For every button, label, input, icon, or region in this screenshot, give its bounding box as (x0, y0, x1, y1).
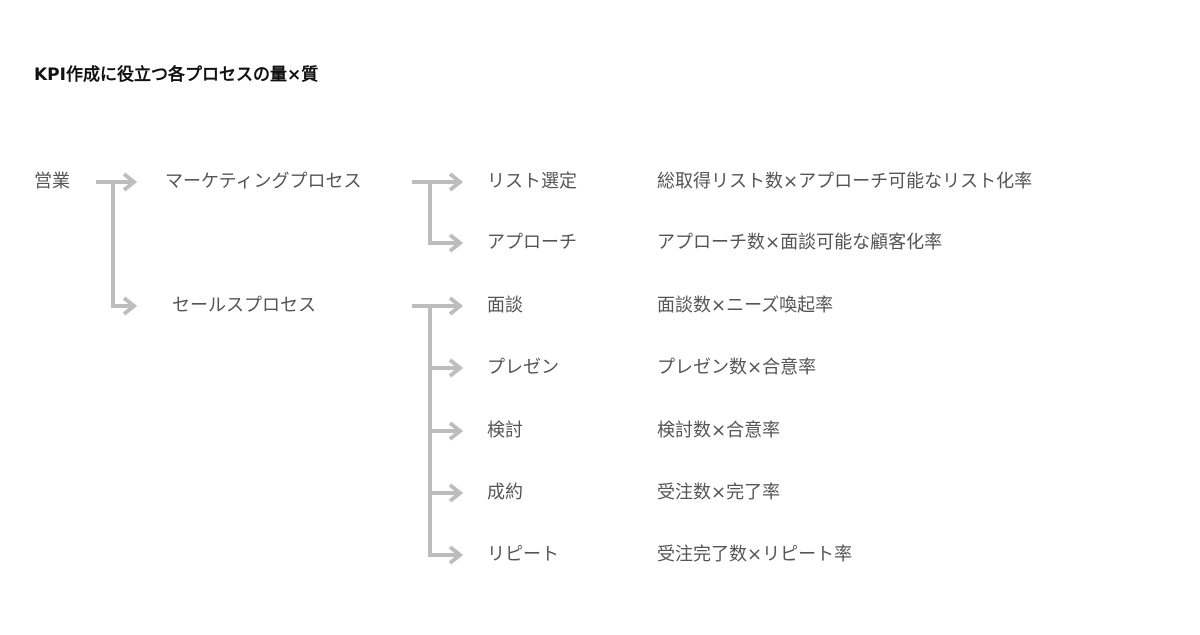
step-kpi: 検討数×合意率 (657, 420, 781, 441)
diagram-title: KPI作成に役立つ各プロセスの量×質 (34, 65, 319, 85)
step-kpi: 面談数×ニーズ喚起率 (657, 295, 834, 316)
sales-connector (412, 296, 464, 565)
step-label: リスト選定 (487, 171, 577, 192)
step-label: プレゼン (487, 357, 559, 378)
step-label: リピート (487, 544, 559, 565)
step-label: アプローチ (487, 232, 577, 253)
step-label: 成約 (487, 482, 523, 503)
process-sales: セールスプロセス (172, 295, 316, 316)
step-kpi: 受注完了数×リピート率 (657, 544, 853, 565)
step-label: 検討 (487, 420, 523, 441)
step-kpi: 受注数×完了率 (657, 482, 781, 503)
marketing-connector (412, 172, 464, 253)
step-label: 面談 (487, 295, 523, 316)
step-kpi: プレゼン数×合意率 (657, 357, 817, 378)
root-label: 営業 (34, 171, 70, 192)
step-kpi: アプローチ数×面談可能な顧客化率 (657, 232, 943, 253)
root-connector (96, 172, 138, 316)
step-kpi: 総取得リスト数×アプローチ可能なリスト化率 (657, 171, 1033, 192)
process-marketing: マーケティングプロセス (165, 171, 362, 192)
